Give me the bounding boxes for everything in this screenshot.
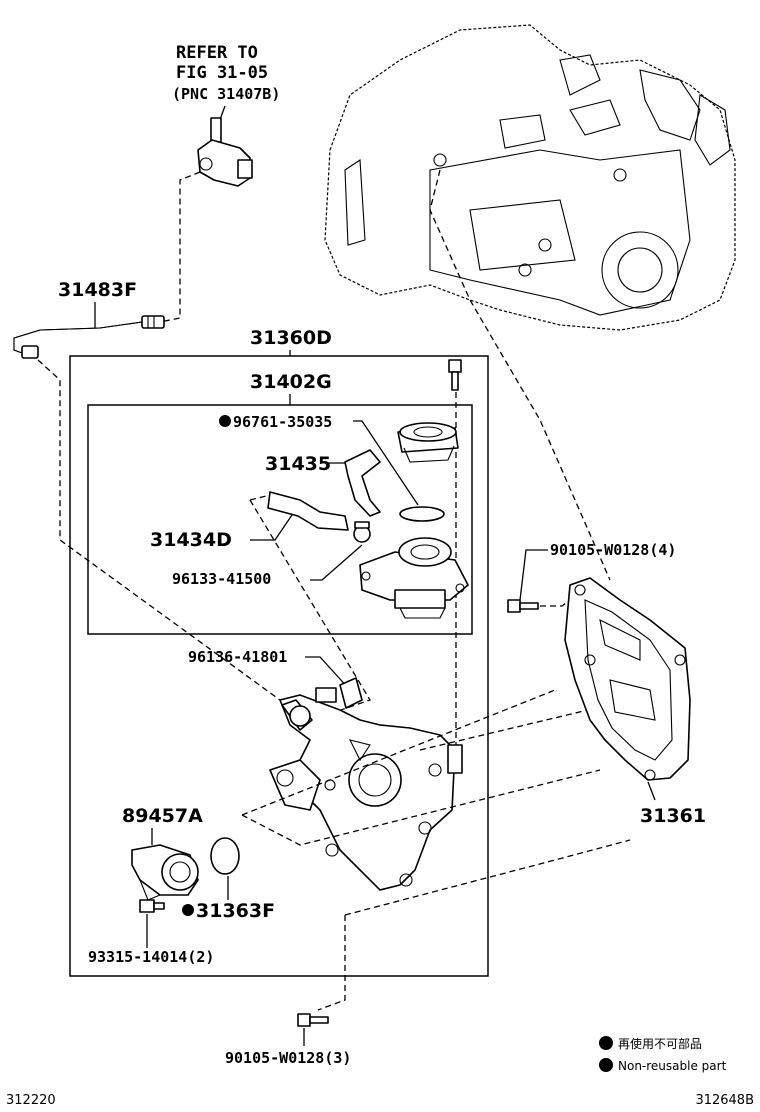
hose-31435-illustration — [344, 449, 381, 517]
legend-marker-english — [599, 1058, 613, 1072]
release-cylinder-illustration — [269, 687, 463, 891]
fitting-96136-illustration — [339, 677, 363, 709]
reservoir-body-illustration — [359, 537, 469, 619]
reference-note-line1: REFER TO — [176, 43, 258, 63]
label-31361: 31361 — [640, 805, 706, 827]
label-31434D: 31434D — [150, 529, 232, 551]
plate-31361-illustration — [564, 577, 691, 781]
bolt-top-illustration — [448, 359, 462, 391]
reference-note: REFER TO FIG 31-05 (PNC 31407B) — [172, 43, 280, 126]
assembly-frame-31360D — [69, 355, 489, 977]
non-reusable-marker — [219, 415, 231, 427]
label-31360D: 31360D — [250, 327, 332, 349]
union-fitting-illustration — [197, 117, 253, 187]
label-89457A: 89457A — [122, 805, 203, 827]
transmission-illustration — [324, 24, 736, 331]
footer-left-code: 312220 — [6, 1093, 56, 1108]
non-reusable-marker — [182, 904, 194, 916]
legend-marker-japanese — [599, 1036, 613, 1050]
footer-right-code: 312648B — [695, 1093, 754, 1108]
label-93315-14014-2: 93315-14014(2) — [88, 948, 214, 966]
label-96133-41500: 96133-41500 — [172, 570, 271, 588]
clutch-pipe-illustration — [13, 315, 165, 359]
label-31483F: 31483F — [58, 279, 137, 301]
label-96761-35035: 96761-35035 — [233, 413, 332, 431]
label-90105-W0128-3: 90105-W0128(3) — [225, 1049, 351, 1067]
screw-93315-illustration — [139, 899, 165, 913]
bolt-3-illustration — [297, 1013, 329, 1027]
sensor-89457A-illustration — [131, 844, 199, 901]
o-ring-31363F-illustration — [210, 837, 240, 875]
label-31363F: 31363F — [196, 900, 275, 922]
reservoir-cap-illustration — [397, 422, 459, 463]
bolt-4-illustration — [507, 599, 539, 613]
o-ring-illustration — [399, 506, 445, 522]
hose-31434D-illustration — [267, 491, 349, 531]
kit-frame-31402G — [87, 404, 473, 635]
legend-english: Non-reusable part — [618, 1059, 727, 1073]
label-31435: 31435 — [265, 453, 331, 475]
label-96136-41801: 96136-41801 — [188, 648, 287, 666]
reference-note-line2: FIG 31-05 — [176, 63, 268, 83]
legend-japanese: 再使用不可部品 — [618, 1036, 702, 1051]
clamp-illustration — [353, 521, 371, 543]
label-90105-W0128-4: 90105-W0128(4) — [550, 541, 676, 559]
legend: 再使用不可部品 Non-reusable part — [599, 1036, 727, 1073]
label-31402G: 31402G — [250, 371, 332, 393]
reference-note-line3: (PNC 31407B) — [172, 85, 280, 103]
